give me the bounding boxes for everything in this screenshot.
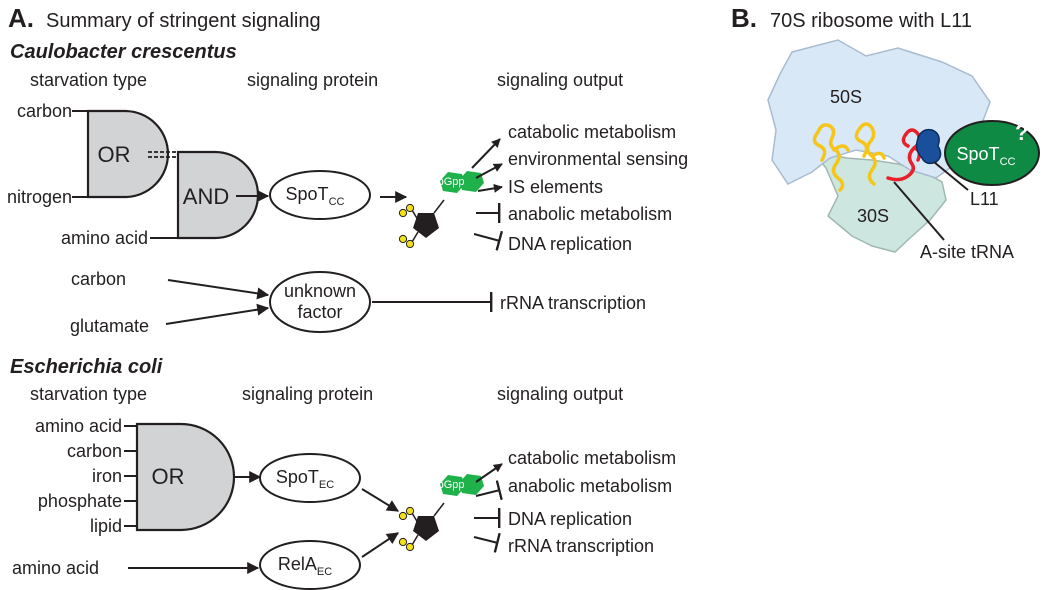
ec-rela-label: RelAEC xyxy=(278,554,332,578)
trna-right-icon xyxy=(854,122,886,186)
cc-output-is-elements: IS elements xyxy=(508,177,603,197)
cc-output-environmental: environmental sensing xyxy=(508,149,688,169)
cc-arrow-catabolic xyxy=(471,138,501,169)
ec-output-anabolic: anabolic metabolism xyxy=(508,476,672,496)
cc-arrow-is-elements xyxy=(477,183,503,193)
panel-a-letter: A. xyxy=(8,3,34,33)
cc-inhibit-dna xyxy=(473,230,503,251)
ec-input-phosphate: phosphate xyxy=(38,491,122,511)
ec-output-dna: DNA replication xyxy=(508,509,632,529)
ec-col-protein: signaling protein xyxy=(242,384,373,404)
cc-ppgpp-label: ppGpp xyxy=(431,176,464,188)
ec-output-rrna: rRNA transcription xyxy=(508,536,654,556)
panel-a: A. Summary of stringent signaling Caulob… xyxy=(7,3,688,590)
ec-col-starvation: starvation type xyxy=(30,384,147,404)
spot-cc-node xyxy=(944,120,1040,186)
ec-input-amino-acid-rela: amino acid xyxy=(12,558,99,578)
cc-input-carbon: carbon xyxy=(17,101,72,121)
spot-cc-main: SpoT xyxy=(957,144,1000,164)
ecoli-section: Escherichia coli starvation type signali… xyxy=(10,356,676,590)
asite-trna-label: A-site tRNA xyxy=(920,242,1014,262)
ec-spot-to-ppgpp-arrow xyxy=(361,488,400,512)
ec-input-amino-acid: amino acid xyxy=(35,416,122,436)
cc-output-rrna: rRNA transcription xyxy=(500,293,646,313)
panel-b-letter: B. xyxy=(731,3,757,33)
cc-unknown-line1: unknown xyxy=(284,281,356,301)
ec-rela-to-ppgpp-arrow xyxy=(361,532,399,558)
cc-spot-main: SpoT xyxy=(286,184,329,204)
cc-output-catabolic: catabolic metabolism xyxy=(508,122,676,142)
ec-arrow-catabolic xyxy=(475,463,503,483)
panel-b: B. 70S ribosome with L11 50S 30S SpoTCC … xyxy=(731,3,1040,262)
cc-spot-label: SpoTCC xyxy=(286,184,345,208)
cc-or-label: OR xyxy=(98,142,131,167)
cc-input-amino-acid: amino acid xyxy=(61,228,148,248)
ec-inhibit-rrna xyxy=(473,532,501,553)
cc-unknown-line2: factor xyxy=(297,302,342,322)
spot-cc-question-mark: ? xyxy=(1015,120,1028,145)
caulobacter-section: Caulobacter crescentus starvation type s… xyxy=(7,41,688,336)
ec-spot-main: SpoT xyxy=(276,467,319,487)
ec-input-carbon: carbon xyxy=(67,441,122,461)
ec-spot-label: SpoTEC xyxy=(276,467,334,491)
cc-col-protein: signaling protein xyxy=(247,70,378,90)
ecoli-heading: Escherichia coli xyxy=(10,356,163,378)
ec-rela-sub: EC xyxy=(317,566,332,578)
cc-arrow-carbon-unknown xyxy=(167,279,270,300)
cc-unknown-node xyxy=(269,271,371,333)
ec-output-catabolic: catabolic metabolism xyxy=(508,448,676,468)
cc-col-output: signaling output xyxy=(497,70,623,90)
ec-inhibit-anabolic xyxy=(475,480,503,501)
panel-b-title: 70S ribosome with L11 xyxy=(770,10,972,32)
cc-unknown-input-glutamate: glutamate xyxy=(70,316,149,336)
spot-cc-label: SpoTCC xyxy=(957,144,1016,168)
cc-output-anabolic: anabolic metabolism xyxy=(508,204,672,224)
ec-col-output: signaling output xyxy=(497,384,623,404)
cc-col-starvation: starvation type xyxy=(30,70,147,90)
ec-input-iron: iron xyxy=(92,466,122,486)
trna-left-icon xyxy=(812,123,850,192)
cc-input-nitrogen: nitrogen xyxy=(7,187,72,207)
ec-spot-node xyxy=(259,453,361,503)
panel-a-title: Summary of stringent signaling xyxy=(46,10,321,32)
cc-spot-node xyxy=(269,170,371,220)
l11-leader-line xyxy=(933,161,969,191)
ec-rela-node xyxy=(259,540,361,590)
caulobacter-heading: Caulobacter crescentus xyxy=(10,41,237,63)
ribosome-50s-label: 50S xyxy=(830,87,862,107)
cc-output-dna: DNA replication xyxy=(508,234,632,254)
cc-arrow-glutamate-unknown xyxy=(165,303,270,325)
l11-protein-icon xyxy=(915,128,942,165)
cc-arrow-environmental xyxy=(475,163,503,179)
ec-or-label: OR xyxy=(152,464,185,489)
ec-spot-sub: EC xyxy=(319,479,334,491)
ec-rela-main: RelA xyxy=(278,554,317,574)
cc-unknown-input-carbon: carbon xyxy=(71,269,126,289)
ribosome-30s-subunit xyxy=(810,148,947,253)
ec-or-gate xyxy=(135,422,236,532)
ec-input-lipid: lipid xyxy=(90,516,122,536)
ec-ppgpp-label: ppGpp xyxy=(431,479,464,491)
asite-leader-line xyxy=(893,181,945,241)
ribosome-30s-label: 30S xyxy=(857,206,889,226)
cc-and-label: AND xyxy=(183,184,229,209)
l11-label: L11 xyxy=(970,189,999,209)
spot-cc-sub: CC xyxy=(1000,156,1016,168)
cc-spot-sub: CC xyxy=(329,196,345,208)
